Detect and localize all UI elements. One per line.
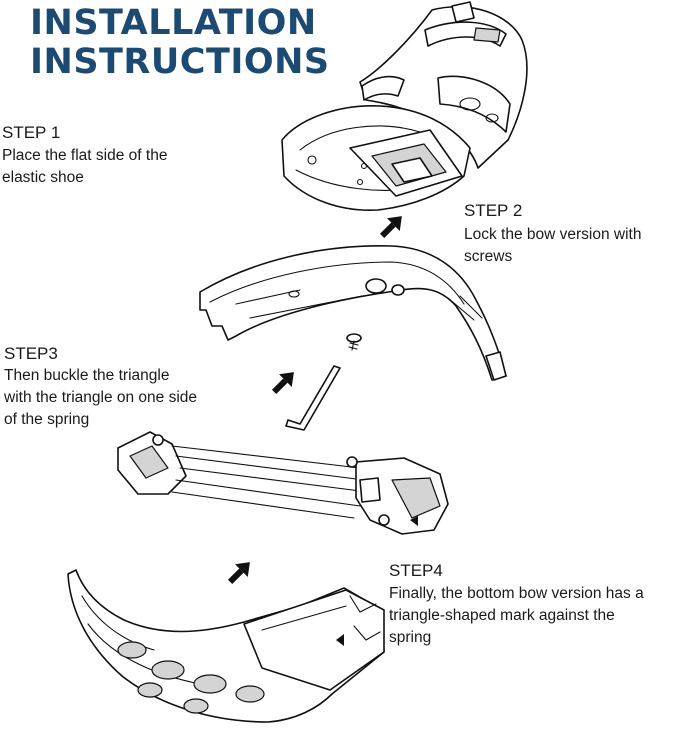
page-title-line-1: INSTALLATION — [30, 3, 317, 43]
step-1-line: Place the flat side of the — [2, 147, 168, 164]
step-4-line: triangle-shaped mark against the — [389, 607, 615, 624]
step-2-line: screws — [464, 248, 513, 265]
step-3-line: of the spring — [4, 411, 90, 428]
step-1-line: elastic shoe — [2, 169, 84, 186]
step-4-line: spring — [389, 629, 432, 646]
down-left-arrow-icon — [227, 562, 250, 585]
shoe-illustration — [281, 1, 528, 211]
spring-frame-illustration — [117, 431, 449, 535]
triangle-mark-icon — [410, 516, 418, 526]
down-left-arrow-icon — [379, 216, 402, 239]
hex-key-icon — [285, 365, 341, 431]
step-3-description: Then buckle the triangle with the triang… — [4, 365, 197, 431]
step-2-description: Lock the bow version with screws — [464, 224, 641, 268]
step-2-line: Lock the bow version with — [464, 226, 642, 243]
bottom-bow-illustration — [67, 569, 385, 723]
triangle-mark-icon — [336, 634, 344, 646]
step-1-description: Place the flat side of the elastic shoe — [2, 145, 167, 189]
step-2-heading: STEP 2 — [464, 201, 523, 220]
down-left-arrow-icon — [271, 372, 294, 395]
screw-icon — [346, 333, 362, 351]
step-3-heading: STEP3 — [4, 344, 58, 363]
step-3-line: with the triangle on one side — [4, 389, 198, 406]
page-title-line-2: INSTRUCTIONS — [30, 42, 330, 82]
step-3-line: Then buckle the triangle — [4, 367, 170, 384]
step-4-line: Finally, the bottom bow version has a — [389, 585, 644, 602]
bow-plate-illustration — [199, 245, 507, 381]
step-4-heading: STEP4 — [389, 561, 443, 580]
step-1-heading: STEP 1 — [2, 123, 61, 142]
step-4-description: Finally, the bottom bow version has a tr… — [389, 583, 644, 649]
